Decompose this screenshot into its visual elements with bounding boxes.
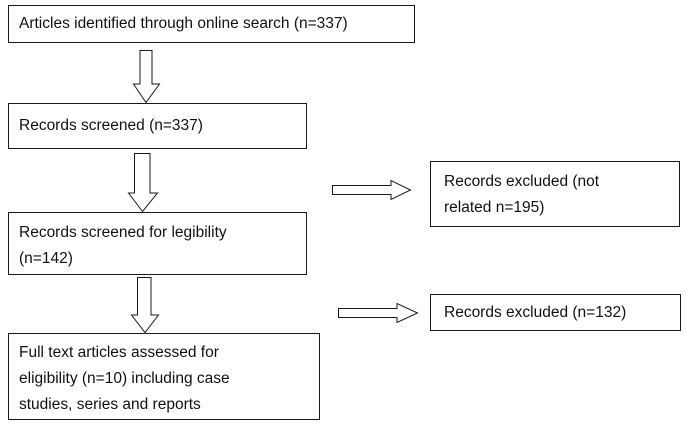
node-records-screened-legibility: Records screened for legibility (n=142) [8, 212, 307, 275]
node-records-excluded-not-related-text: Records excluded (not related n=195) [444, 173, 600, 216]
node-articles-identified: Articles identified through online searc… [8, 5, 415, 43]
node-records-screened-legibility-text: Records screened for legibility (n=142) [19, 224, 227, 267]
arrow-right-to-excluded-132 [338, 302, 419, 324]
node-records-excluded-132: Records excluded (n=132) [430, 294, 681, 331]
node-records-screened: Records screened (n=337) [8, 103, 307, 149]
node-records-excluded-not-related: Records excluded (not related n=195) [430, 161, 680, 227]
arrow-down-screened-to-legibility [127, 153, 159, 213]
node-records-excluded-132-text: Records excluded (n=132) [444, 304, 627, 321]
arrow-down-legibility-to-fulltext [130, 277, 160, 334]
node-articles-identified-text: Articles identified through online searc… [19, 15, 348, 32]
node-records-screened-text: Records screened (n=337) [19, 117, 203, 134]
node-full-text-articles: Full text articles assessed for eligibil… [8, 333, 320, 420]
arrow-down-identified-to-screened [132, 50, 161, 104]
arrow-right-to-excluded-not-related [332, 179, 412, 201]
node-full-text-articles-text: Full text articles assessed for eligibil… [19, 344, 230, 413]
